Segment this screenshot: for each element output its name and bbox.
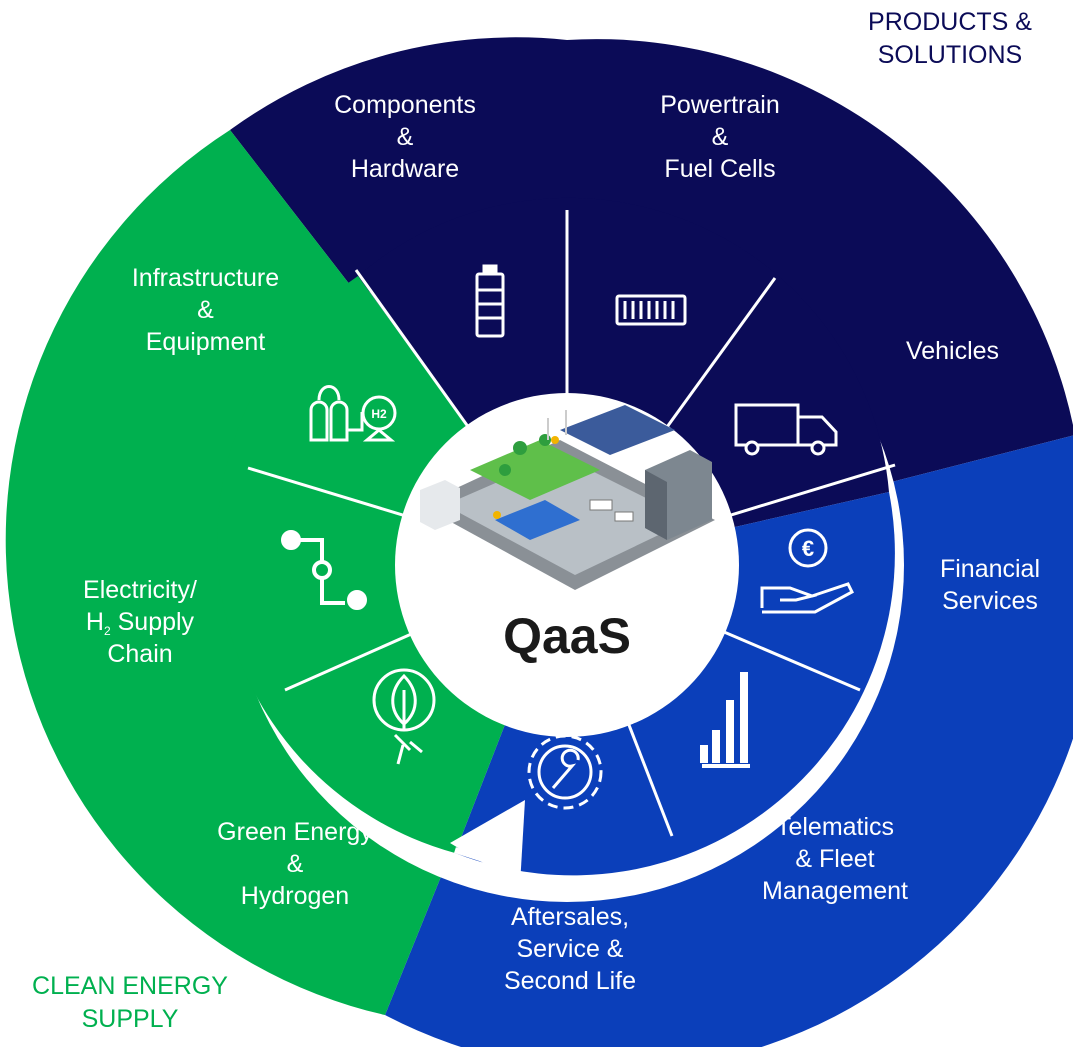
clean-energy-label-line1: CLEAN ENERGY [32,972,228,1000]
cycle-arrow-head [450,800,525,885]
green-energy-line3: Hydrogen [240,881,350,910]
supply-chain-line2: H2 Supply [55,607,225,639]
supply-chain-line2-suffix: Supply [110,607,195,636]
components-label: Components & Hardware [295,90,515,185]
leaf-plug-icon [372,668,436,765]
aftersales-label: Aftersales, Service & Second Life [470,902,670,997]
infrastructure-line1: Infrastructure [131,264,280,292]
clean-energy-label: CLEAN ENERGY SUPPLY [0,970,260,1035]
supply-chain-line1: Electricity/ [83,576,197,604]
svg-text:€: € [802,536,814,561]
powertrain-line3: Fuel Cells [664,154,776,183]
powertrain-label: Powertrain & Fuel Cells [610,90,830,185]
supply-chain-line3: Chain [107,639,173,668]
clean-energy-label-line2: SUPPLY [81,1004,179,1033]
center-title: QaaS [503,608,631,664]
supply-chain-line2-h: H [85,607,104,636]
telematics-line2: & Fleet [795,844,875,873]
gear-wrench-icon [527,734,603,810]
powertrain-line2: & [711,122,729,151]
vehicles-label: Vehicles [870,336,1035,368]
financial-label: Financial Services [910,554,1070,618]
euro-hand-icon: € [760,528,854,614]
components-line1: Components [334,91,476,119]
fuel-cell-icon [615,294,687,326]
green-energy-label: Green Energy & Hydrogen [190,817,400,912]
green-energy-line2: & [286,849,304,878]
hydrogen-tanks-icon: H2 [309,385,397,442]
hydrogen-tanks-icon-text: H2 [371,407,387,421]
aftersales-line2: Service & [516,934,624,963]
powertrain-line1: Powertrain [660,91,780,119]
financial-line2: Services [942,586,1038,615]
telematics-line3: Management [762,876,908,905]
aftersales-line1: Aftersales, [510,903,630,931]
products-solutions-label: PRODUCTS & SOLUTIONS [830,6,1070,71]
green-energy-line1: Green Energy [217,818,373,846]
supply-chain-icon [281,530,367,610]
truck-icon [734,403,838,456]
products-solutions-label-line1: PRODUCTS & [868,8,1032,36]
aftersales-line3: Second Life [503,966,637,995]
vehicles-line1: Vehicles [905,337,1000,365]
bar-chart-icon [700,672,750,768]
infrastructure-line2: & [197,295,214,324]
components-line2: & [396,122,414,151]
supply-chain-line2-subscript: 2 [103,623,111,638]
infrastructure-label: Infrastructure & Equipment [108,263,303,358]
infrastructure-line3: Equipment [145,327,266,356]
supply-chain-label: Electricity/ H2 Supply Chain [55,575,225,670]
battery-icon [475,264,505,338]
products-solutions-label-line2: SOLUTIONS [877,40,1023,69]
campus-illustration [420,405,715,590]
telematics-line1: Telematics [775,813,895,841]
components-line3: Hardware [350,154,460,183]
telematics-label: Telematics & Fleet Management [735,812,935,907]
financial-line1: Financial [939,555,1041,583]
